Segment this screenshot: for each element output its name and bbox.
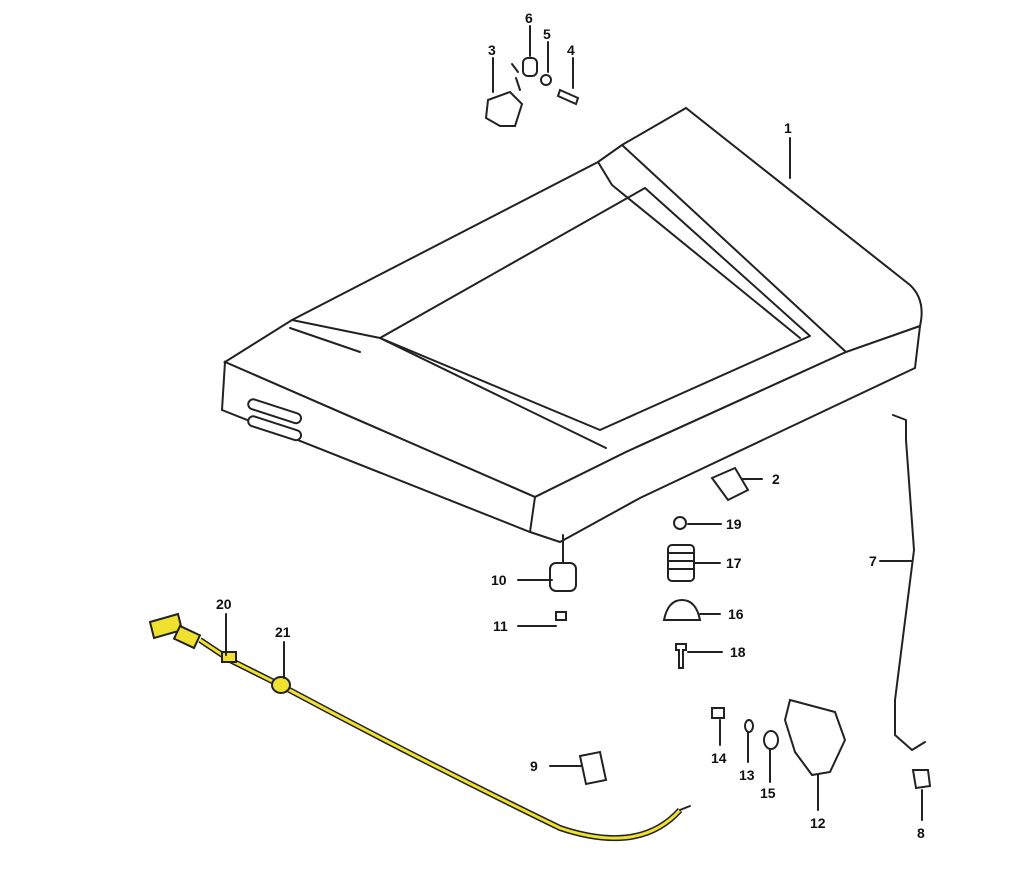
label-4: 4 bbox=[567, 42, 575, 58]
label-7: 7 bbox=[869, 553, 877, 569]
clip-part bbox=[578, 750, 608, 786]
bolt-part-14 bbox=[711, 707, 725, 719]
nut-part-19 bbox=[673, 516, 687, 530]
label-5: 5 bbox=[543, 26, 551, 42]
hood-panel bbox=[220, 106, 923, 544]
label-11: 11 bbox=[493, 618, 508, 634]
screw-part bbox=[675, 643, 687, 669]
grommet-part bbox=[911, 769, 932, 790]
label-17: 17 bbox=[726, 555, 742, 571]
bolt-part-11 bbox=[555, 611, 567, 621]
hinge-part bbox=[484, 63, 524, 127]
nut-part bbox=[540, 74, 552, 86]
label-1: 1 bbox=[784, 120, 792, 136]
bumper-part bbox=[549, 562, 577, 592]
label-16: 16 bbox=[728, 606, 744, 622]
label-9: 9 bbox=[530, 758, 538, 774]
label-6: 6 bbox=[525, 10, 533, 26]
label-10: 10 bbox=[491, 572, 507, 588]
label-8: 8 bbox=[917, 825, 925, 841]
label-12: 12 bbox=[810, 815, 826, 831]
bolt-part bbox=[556, 88, 580, 106]
washer-part bbox=[522, 57, 538, 77]
label-18: 18 bbox=[730, 644, 746, 660]
label-13: 13 bbox=[739, 767, 755, 783]
support-rod-part bbox=[892, 414, 926, 751]
label-20: 20 bbox=[216, 596, 232, 612]
washer-part-13 bbox=[744, 719, 754, 733]
label-2: 2 bbox=[772, 471, 780, 487]
spring-part bbox=[667, 544, 695, 582]
label-19: 19 bbox=[726, 516, 742, 532]
label-15: 15 bbox=[760, 785, 776, 801]
label-21: 21 bbox=[275, 624, 291, 640]
label-14: 14 bbox=[711, 750, 727, 766]
bracket-part bbox=[710, 466, 750, 502]
washer-part-15 bbox=[763, 730, 779, 750]
label-3: 3 bbox=[488, 42, 496, 58]
latch-part bbox=[783, 698, 847, 777]
release-cable bbox=[148, 612, 691, 841]
rubber-stop-part bbox=[662, 598, 702, 621]
